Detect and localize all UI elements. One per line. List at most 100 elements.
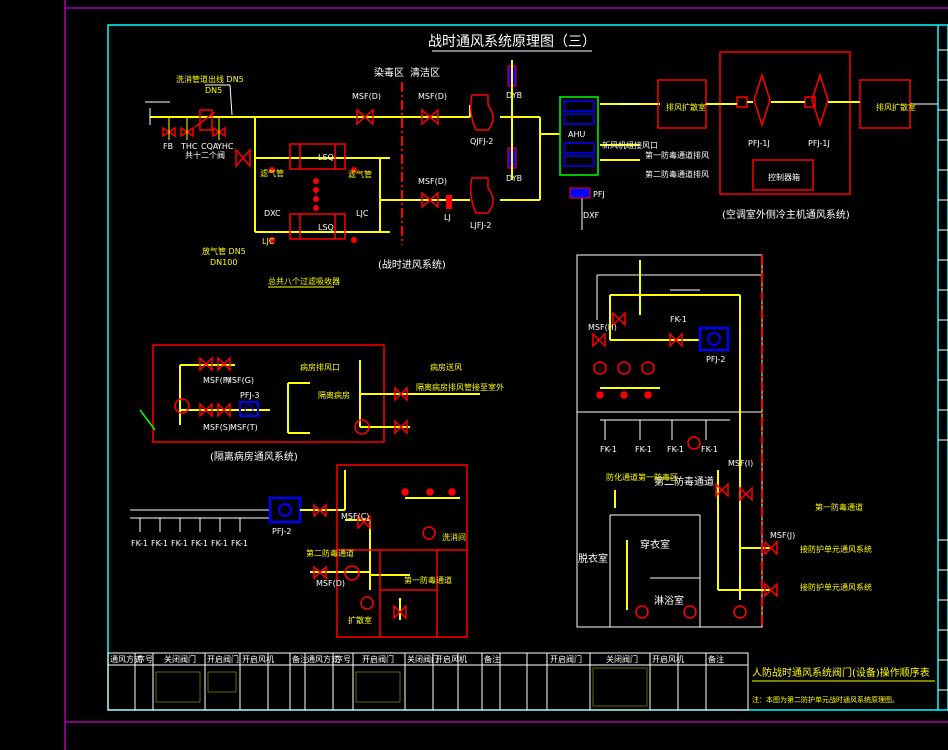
second-gas-channel-label: 第二防毒通道 [306, 548, 354, 558]
filter-units [289, 143, 346, 240]
th-1: 序号 [137, 654, 153, 664]
th-14: 开启风机 [652, 654, 684, 664]
main-title: 战时通风系统原理图（三） [428, 34, 596, 50]
pfj2b-label: PFJ-2 [706, 355, 725, 364]
fk-label-2: FK-1 [151, 539, 168, 548]
op-note: 注：本图为第二防护单元战时通风系统原理图。 [752, 695, 899, 704]
msf-i-label: MSF(I) [728, 459, 753, 468]
second-gas-title: 第二防毒通道 [654, 475, 714, 488]
msf-label-2: MSF(D) [418, 92, 447, 101]
pipe-note: 洗消管道出线 DN5 [176, 74, 244, 84]
th-13: 关闭阀门 [606, 654, 638, 664]
th-4: 开启风机 [242, 654, 274, 664]
gas-channel-pipes [600, 260, 770, 610]
iso-ward-label: 隔离病房 [318, 390, 350, 400]
exhaust-out-label: 排风扩散室 [666, 102, 706, 112]
fan-qjfj [469, 94, 494, 214]
ac-room-caption: (空调室外侧冷主机通风系统) [722, 208, 850, 221]
yhc-label: YHC [216, 142, 234, 151]
decon-fan [268, 496, 302, 524]
iso-fan [239, 401, 259, 417]
filter-dots [269, 167, 357, 243]
fb-label: FB [163, 142, 173, 151]
iso-caption: (隔离病房通风系统) [210, 450, 298, 463]
th-3: 开启阀门 [207, 654, 239, 664]
lsq-label-2: LSQ [318, 223, 334, 232]
msf-h-label: MSF(H) [588, 323, 617, 332]
msf-label-1: MSF(D) [352, 92, 381, 101]
diffusion-label: 扩散室 [348, 615, 372, 625]
filter-note: 总共八个过滤吸收器 [268, 276, 340, 286]
inner-frame [107, 24, 948, 711]
th-8: 开启阀门 [362, 654, 394, 664]
zone-contaminated: 染毒区 [374, 66, 404, 79]
th-5: 备注 [292, 654, 308, 664]
ahu-label: AHU [568, 130, 585, 139]
msf-f-label: MSF(F) [203, 376, 230, 385]
ahu-note: 新风机组接风口 [602, 140, 658, 150]
fk-label-3: FK-1 [171, 539, 188, 548]
msf-j-label: MSF(J) [770, 531, 795, 540]
fk-r-5: FK-1 [670, 315, 687, 324]
shower-label: 淋浴室 [654, 594, 684, 607]
msf-g-label: MSF(G) [225, 376, 254, 385]
to-unit-1: 接防护单元通风系统 [800, 544, 872, 554]
msf-t-label: MSF(T) [230, 423, 258, 432]
fk-label-4: FK-1 [191, 539, 208, 548]
iso-supply-label: 病房送风 [430, 362, 462, 372]
lj-label: LJ [444, 213, 451, 222]
th-11: 备注 [484, 654, 500, 664]
ljc-label: LJC [356, 209, 369, 218]
fk-r-1: FK-1 [600, 445, 617, 454]
gas-pipe-label: 滤气管 [260, 168, 284, 178]
gas-pipe-label-2: 滤气管 [348, 169, 372, 179]
pfj3-label: PFJ-3 [240, 391, 259, 400]
to-unit-2: 接防护单元通风系统 [800, 582, 872, 592]
first-gas-title: 第一防毒通道 [815, 502, 863, 512]
op-table-cells [155, 667, 648, 707]
fk-row-right [600, 289, 730, 440]
dn-label: DN5 [205, 86, 222, 95]
ahu-fan [569, 187, 591, 199]
exhaust-out-label-2: 排风扩散室 [876, 102, 916, 112]
ward-exhaust-label: 病房排风口 [300, 362, 340, 372]
pfj-label: PFJ [593, 190, 605, 199]
th-12: 开启阀门 [550, 654, 582, 664]
ljc-label-2: LJC [262, 237, 275, 246]
pfj2a-label: PFJ-2 [272, 527, 291, 536]
fk-label-5: FK-1 [211, 539, 228, 548]
gas-channel-valves [592, 311, 778, 619]
pfj-right-label: PFJ-1J [808, 139, 830, 148]
ac-pipes [640, 101, 860, 105]
th-15: 备注 [708, 654, 724, 664]
th-9: 关闭阀门 [407, 654, 439, 664]
th-6: 通风方式 [307, 654, 339, 664]
pfj-left-label: PFJ-1J [748, 139, 770, 148]
wartime-vent-caption: (战时进风系统) [378, 258, 446, 271]
gas-channel-room [576, 254, 763, 628]
op-table-headers: 通风方式 序号 关闭阀门 开启阀门 开启风机 备注 通风方式 序号 开启阀门 关… [110, 654, 724, 664]
th-2: 关闭阀门 [164, 654, 196, 664]
ahu-note-3: 第二防毒通道排风 [645, 169, 709, 179]
rest-area-label: 防化通道第一防毒区 [606, 472, 678, 482]
th-0: 通风方式 [110, 654, 142, 664]
dxc-label: DXC [264, 209, 281, 218]
decon-rooms [313, 464, 468, 638]
iso-valves [139, 356, 408, 435]
control-box-label: 控制器箱 [768, 172, 800, 182]
zone-clean: 清洁区 [410, 66, 440, 79]
op-title: 人防战时通风系统阀门(设备)操作顺序表 [752, 666, 930, 679]
msf-c-label: MSF(C) [341, 512, 369, 521]
fk-r-2: FK-1 [635, 445, 652, 454]
fk-labels-left: FK-1 FK-1 FK-1 FK-1 FK-1 FK-1 [131, 539, 248, 548]
fk-r-3: FK-1 [667, 445, 684, 454]
decon-label: 洗消间 [442, 532, 466, 542]
ljfj-label: LJFJ-2 [470, 221, 491, 230]
dyb-label: DYB [506, 91, 522, 100]
msf-s-label: MSF(S) [203, 423, 231, 432]
qjfj-label: QJFJ-2 [470, 137, 493, 146]
msf-label-3: MSF(D) [418, 177, 447, 186]
fk-r-4: FK-1 [701, 445, 718, 454]
dn100-label: DN100 [210, 258, 237, 267]
undress-label: 脱衣室 [578, 552, 608, 565]
